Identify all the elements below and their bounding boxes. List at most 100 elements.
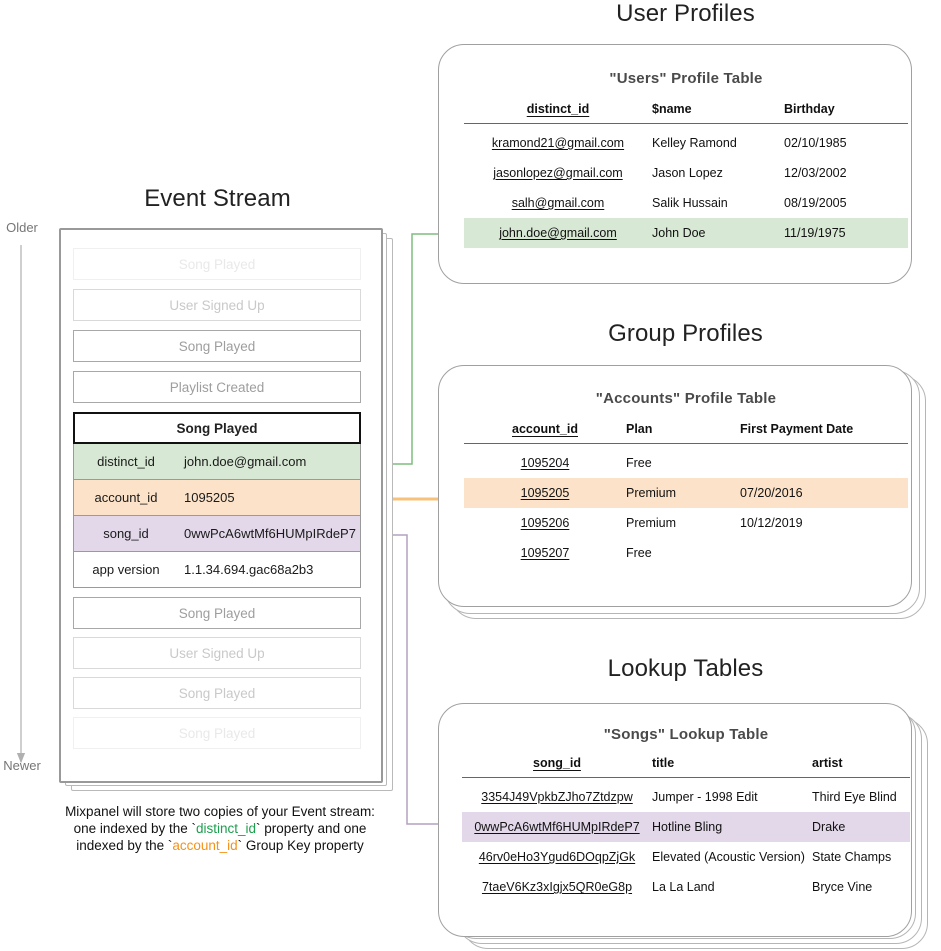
- column-header-first-payment-date: First Payment Date: [740, 422, 854, 436]
- column-header-distinct-id: distinct_id: [526, 102, 590, 116]
- event-row-label: Song Played: [178, 338, 256, 354]
- caption-line-3: indexed by the `account_id` Group Key pr…: [30, 837, 410, 854]
- event-row[interactable]: Song Played: [73, 330, 361, 362]
- cell-key: 7taeV6Kz3xIgjx5QR0eG8p: [481, 880, 633, 894]
- column-header-title: title: [652, 756, 675, 770]
- cell-key: 46rv0eHo3Ygud6DOqpZjGk: [478, 850, 636, 864]
- cell-value: [740, 538, 908, 568]
- expanded-event-name: Song Played: [73, 412, 361, 444]
- event-property-row: app version 1.1.34.694.gac68a2b3: [73, 552, 361, 588]
- expanded-event-card[interactable]: Song Played distinct_id john.doe@gmail.com…: [73, 412, 361, 588]
- event-row-label: Song Played: [178, 685, 256, 701]
- event-row[interactable]: Song Played: [73, 677, 361, 709]
- caption-line-2: one indexed by the `distinct_id` propert…: [30, 820, 410, 837]
- songs-table-wrap: "Songs" Lookup Table song_id title artist 3…: [462, 726, 910, 902]
- songs-table: song_id title artist 3354J49VpkbZJho7Ztdzpw…: [462, 756, 910, 902]
- cell-value: Jason Lopez: [652, 166, 723, 180]
- cell-key: kramond21@gmail.com: [491, 136, 625, 150]
- cell-value: 10/12/2019: [740, 516, 803, 530]
- table-row[interactable]: 7taeV6Kz3xIgjx5QR0eG8p La La Land Bryce Vi…: [462, 872, 910, 902]
- table-row[interactable]: 46rv0eHo3Ygud6DOqpZjGk Elevated (Acoustic…: [462, 842, 910, 872]
- column-header--name: $name: [652, 102, 692, 116]
- cell-value: La La Land: [652, 880, 715, 894]
- caption-line-1: Mixpanel will store two copies of your E…: [65, 804, 375, 819]
- table-row[interactable]: kramond21@gmail.com Kelley Ramond 02/10/19…: [464, 124, 908, 159]
- cell-key: 1095205: [464, 478, 626, 508]
- cell-value: Drake: [812, 812, 910, 842]
- caption-l2-post: ` property and one: [256, 821, 367, 836]
- accounts-card-title: "Accounts" Profile Table: [595, 390, 777, 407]
- cell-value: 02/10/1985: [784, 136, 847, 150]
- column-header-song-id: song_id: [533, 756, 581, 770]
- table-row[interactable]: jasonlopez@gmail.com Jason Lopez 12/03/200…: [464, 158, 908, 188]
- event-property-value: 1.1.34.694.gac68a2b3: [184, 562, 314, 577]
- event-property-key: distinct_id: [97, 454, 155, 469]
- event-row[interactable]: Song Played: [73, 597, 361, 629]
- lookup-tables-heading: Lookup Tables: [607, 655, 764, 682]
- cell-value: Elevated (Acoustic Version): [652, 850, 805, 864]
- cell-key: 3354J49VpkbZJho7Ztdzpw: [481, 790, 633, 804]
- event-row[interactable]: Song Played: [73, 717, 361, 749]
- event-row-label: Song Played: [178, 725, 256, 741]
- axis-label-newer: Newer: [3, 758, 41, 773]
- cell-value: 11/19/1975: [784, 218, 908, 248]
- cell-key: 1095206: [520, 516, 570, 530]
- cell-value: [740, 444, 908, 479]
- event-row[interactable]: User Signed Up: [73, 637, 361, 669]
- cell-value: Free: [626, 456, 652, 470]
- event-stream-caption: Mixpanel will store two copies of your E…: [30, 803, 410, 854]
- cell-value: State Champs: [812, 850, 892, 864]
- cell-value: 07/20/2016: [740, 478, 908, 508]
- cell-key: salh@gmail.com: [511, 196, 605, 210]
- event-property-value: john.doe@gmail.com: [184, 454, 307, 469]
- users-table: distinct_id $name Birthday kramond21@gmail.…: [464, 102, 908, 248]
- axis-label-older: Older: [6, 220, 38, 235]
- cell-key: john.doe@gmail.com: [464, 218, 652, 248]
- column-header-plan: Plan: [626, 422, 653, 436]
- cell-key: jasonlopez@gmail.com: [493, 166, 623, 180]
- event-property-value: 1095205: [184, 490, 235, 505]
- cell-value: 08/19/2005: [784, 196, 847, 210]
- cell-value: Premium: [626, 478, 740, 508]
- event-property-value: 0wwPcA6wtMf6HUMpIRdeP7: [184, 526, 356, 541]
- cell-key: 1095204: [520, 456, 570, 470]
- caption-l3-pre: indexed by the `: [76, 838, 173, 853]
- cell-value: John Doe: [652, 218, 784, 248]
- event-property-key: app version: [92, 562, 160, 577]
- table-row[interactable]: 1095206 Premium 10/12/2019: [464, 508, 908, 538]
- event-row[interactable]: User Signed Up: [73, 289, 361, 321]
- event-row[interactable]: Song Played: [73, 248, 361, 280]
- caption-l3-post: ` Group Key property: [237, 838, 364, 853]
- event-property-row: distinct_id john.doe@gmail.com: [73, 444, 361, 480]
- event-property-row: song_id 0wwPcA6wtMf6HUMpIRdeP7: [73, 516, 361, 552]
- cell-value: Kelley Ramond: [652, 136, 737, 150]
- column-header-birthday: Birthday: [784, 102, 835, 116]
- songs-card-title: "Songs" Lookup Table: [603, 726, 769, 743]
- column-header-artist: artist: [812, 756, 843, 770]
- event-row[interactable]: Playlist Created: [73, 371, 361, 403]
- cell-value: 12/03/2002: [784, 166, 847, 180]
- column-header-account-id: account_id: [512, 422, 578, 436]
- cell-value: Hotline Bling: [652, 812, 812, 842]
- event-row-label: User Signed Up: [169, 297, 265, 313]
- caption-token-distinct-id: distinct_id: [195, 821, 257, 836]
- event-row-label: Song Played: [178, 605, 256, 621]
- event-stream-heading: Event Stream: [144, 185, 291, 212]
- event-row-label: User Signed Up: [169, 645, 265, 661]
- event-property-key: song_id: [103, 526, 149, 541]
- cell-value: Bryce Vine: [812, 880, 873, 894]
- cell-value: Premium: [626, 516, 677, 530]
- user-profiles-heading: User Profiles: [616, 0, 755, 27]
- caption-l2-pre: one indexed by the `: [73, 821, 196, 836]
- table-row[interactable]: 1095204 Free: [464, 444, 908, 479]
- caption-token-account-id: account_id: [172, 838, 238, 853]
